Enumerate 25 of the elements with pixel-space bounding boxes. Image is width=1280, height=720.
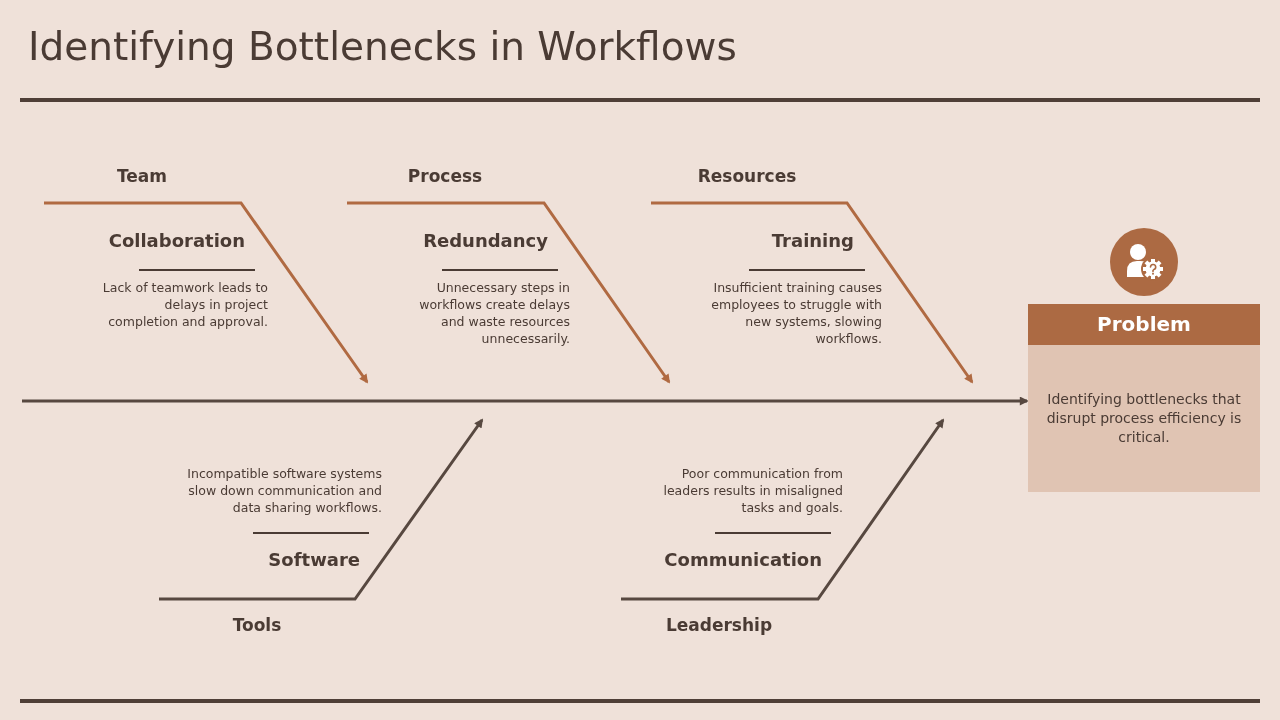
cause-heading: Redundancy xyxy=(423,229,548,253)
slide-title: Identifying Bottlenecks in Workflows xyxy=(28,23,737,71)
category-label: Tools xyxy=(232,614,282,636)
bone-arrow xyxy=(159,418,484,601)
card-header: Problem xyxy=(1028,304,1260,345)
cause-heading: Communication xyxy=(664,548,822,572)
bone-arrow xyxy=(347,201,671,384)
category-label: Leadership xyxy=(665,614,773,636)
category-label: Team xyxy=(116,165,168,187)
cause-description: Incompatible software systems slow down communication and data sharing workflows. xyxy=(186,465,382,516)
bone-arrow xyxy=(621,418,945,601)
spine-arrow xyxy=(22,396,1029,406)
cause-description: Poor communication from leaders results in misaligned tasks and goals. xyxy=(662,465,843,516)
cause-heading: Training xyxy=(771,229,854,253)
cause-description: Lack of teamwork leads to delays in project completion and approval. xyxy=(101,279,268,330)
category-label: Process xyxy=(407,165,483,187)
problem-description: Identifying bottlenecks that disrupt process efficiency is critical. xyxy=(1045,390,1243,447)
category-label: Resources xyxy=(697,165,797,187)
cause-description: Unnecessary steps in workflows create delays and waste resources unnecessarily. xyxy=(418,279,570,347)
bone-arrow xyxy=(44,201,369,384)
cause-heading: Collaboration xyxy=(108,229,245,253)
bone-arrow xyxy=(651,201,974,384)
problem-card xyxy=(1028,304,1260,492)
cause-description: Insufficient training causes employees to struggle with new systems, slowing workflows. xyxy=(710,279,882,347)
cause-heading: Software xyxy=(268,548,360,572)
